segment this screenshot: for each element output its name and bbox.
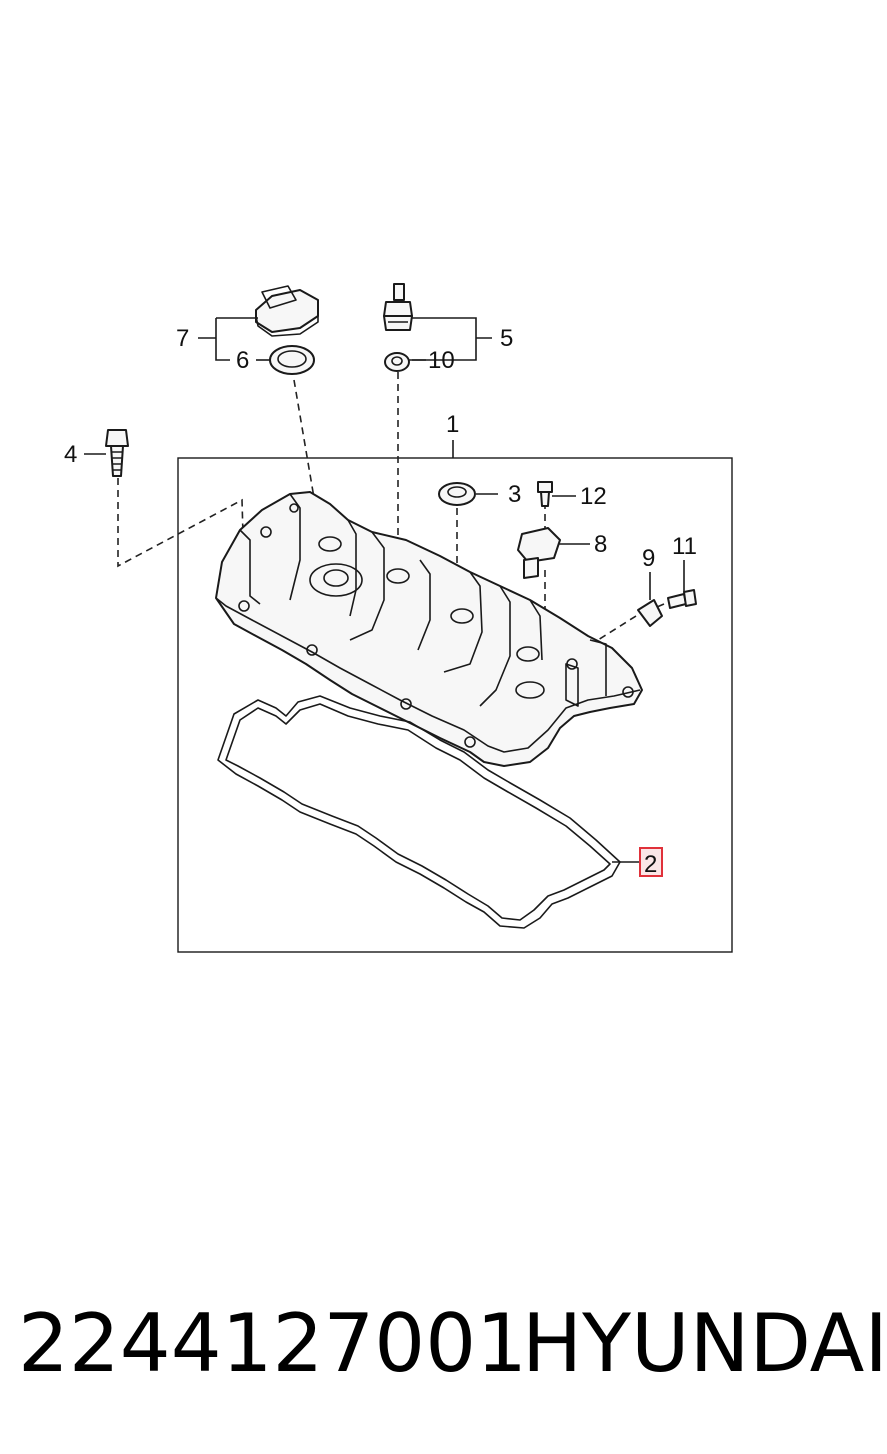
assembly-frame <box>177 457 733 953</box>
callout-4: 4 <box>64 441 77 468</box>
bracket-9 <box>637 599 663 627</box>
bolt-12 <box>537 481 553 507</box>
bolt-11 <box>667 589 697 609</box>
pcv-valve <box>383 283 413 331</box>
callout-10: 10 <box>428 347 455 374</box>
filler-cap-gasket <box>269 345 315 375</box>
bolt-4 <box>105 429 129 477</box>
highlight-box <box>639 847 663 877</box>
oil-filler-cap <box>255 285 319 337</box>
callout-11: 11 <box>672 533 697 560</box>
oil-seal <box>438 482 476 506</box>
leader-lines <box>84 317 685 863</box>
callout-9: 9 <box>642 545 655 572</box>
highlighted-callout-2[interactable]: 2 <box>639 847 663 878</box>
cam-sensor <box>517 527 561 579</box>
callout-5: 5 <box>500 325 513 352</box>
callout-3: 3 <box>508 481 521 508</box>
rocker-cover <box>215 491 643 767</box>
callout-8: 8 <box>594 531 607 558</box>
callout-12: 12 <box>580 483 607 510</box>
callout-7: 7 <box>176 325 189 352</box>
pcv-grommet <box>384 352 410 372</box>
callout-2: 2 <box>644 851 657 878</box>
callout-1: 1 <box>446 411 459 438</box>
brand-name: HYUNDAI <box>522 1297 887 1390</box>
cover-gasket <box>217 695 621 929</box>
part-number: 2244127001 <box>18 1297 527 1390</box>
callout-6: 6 <box>236 347 249 374</box>
